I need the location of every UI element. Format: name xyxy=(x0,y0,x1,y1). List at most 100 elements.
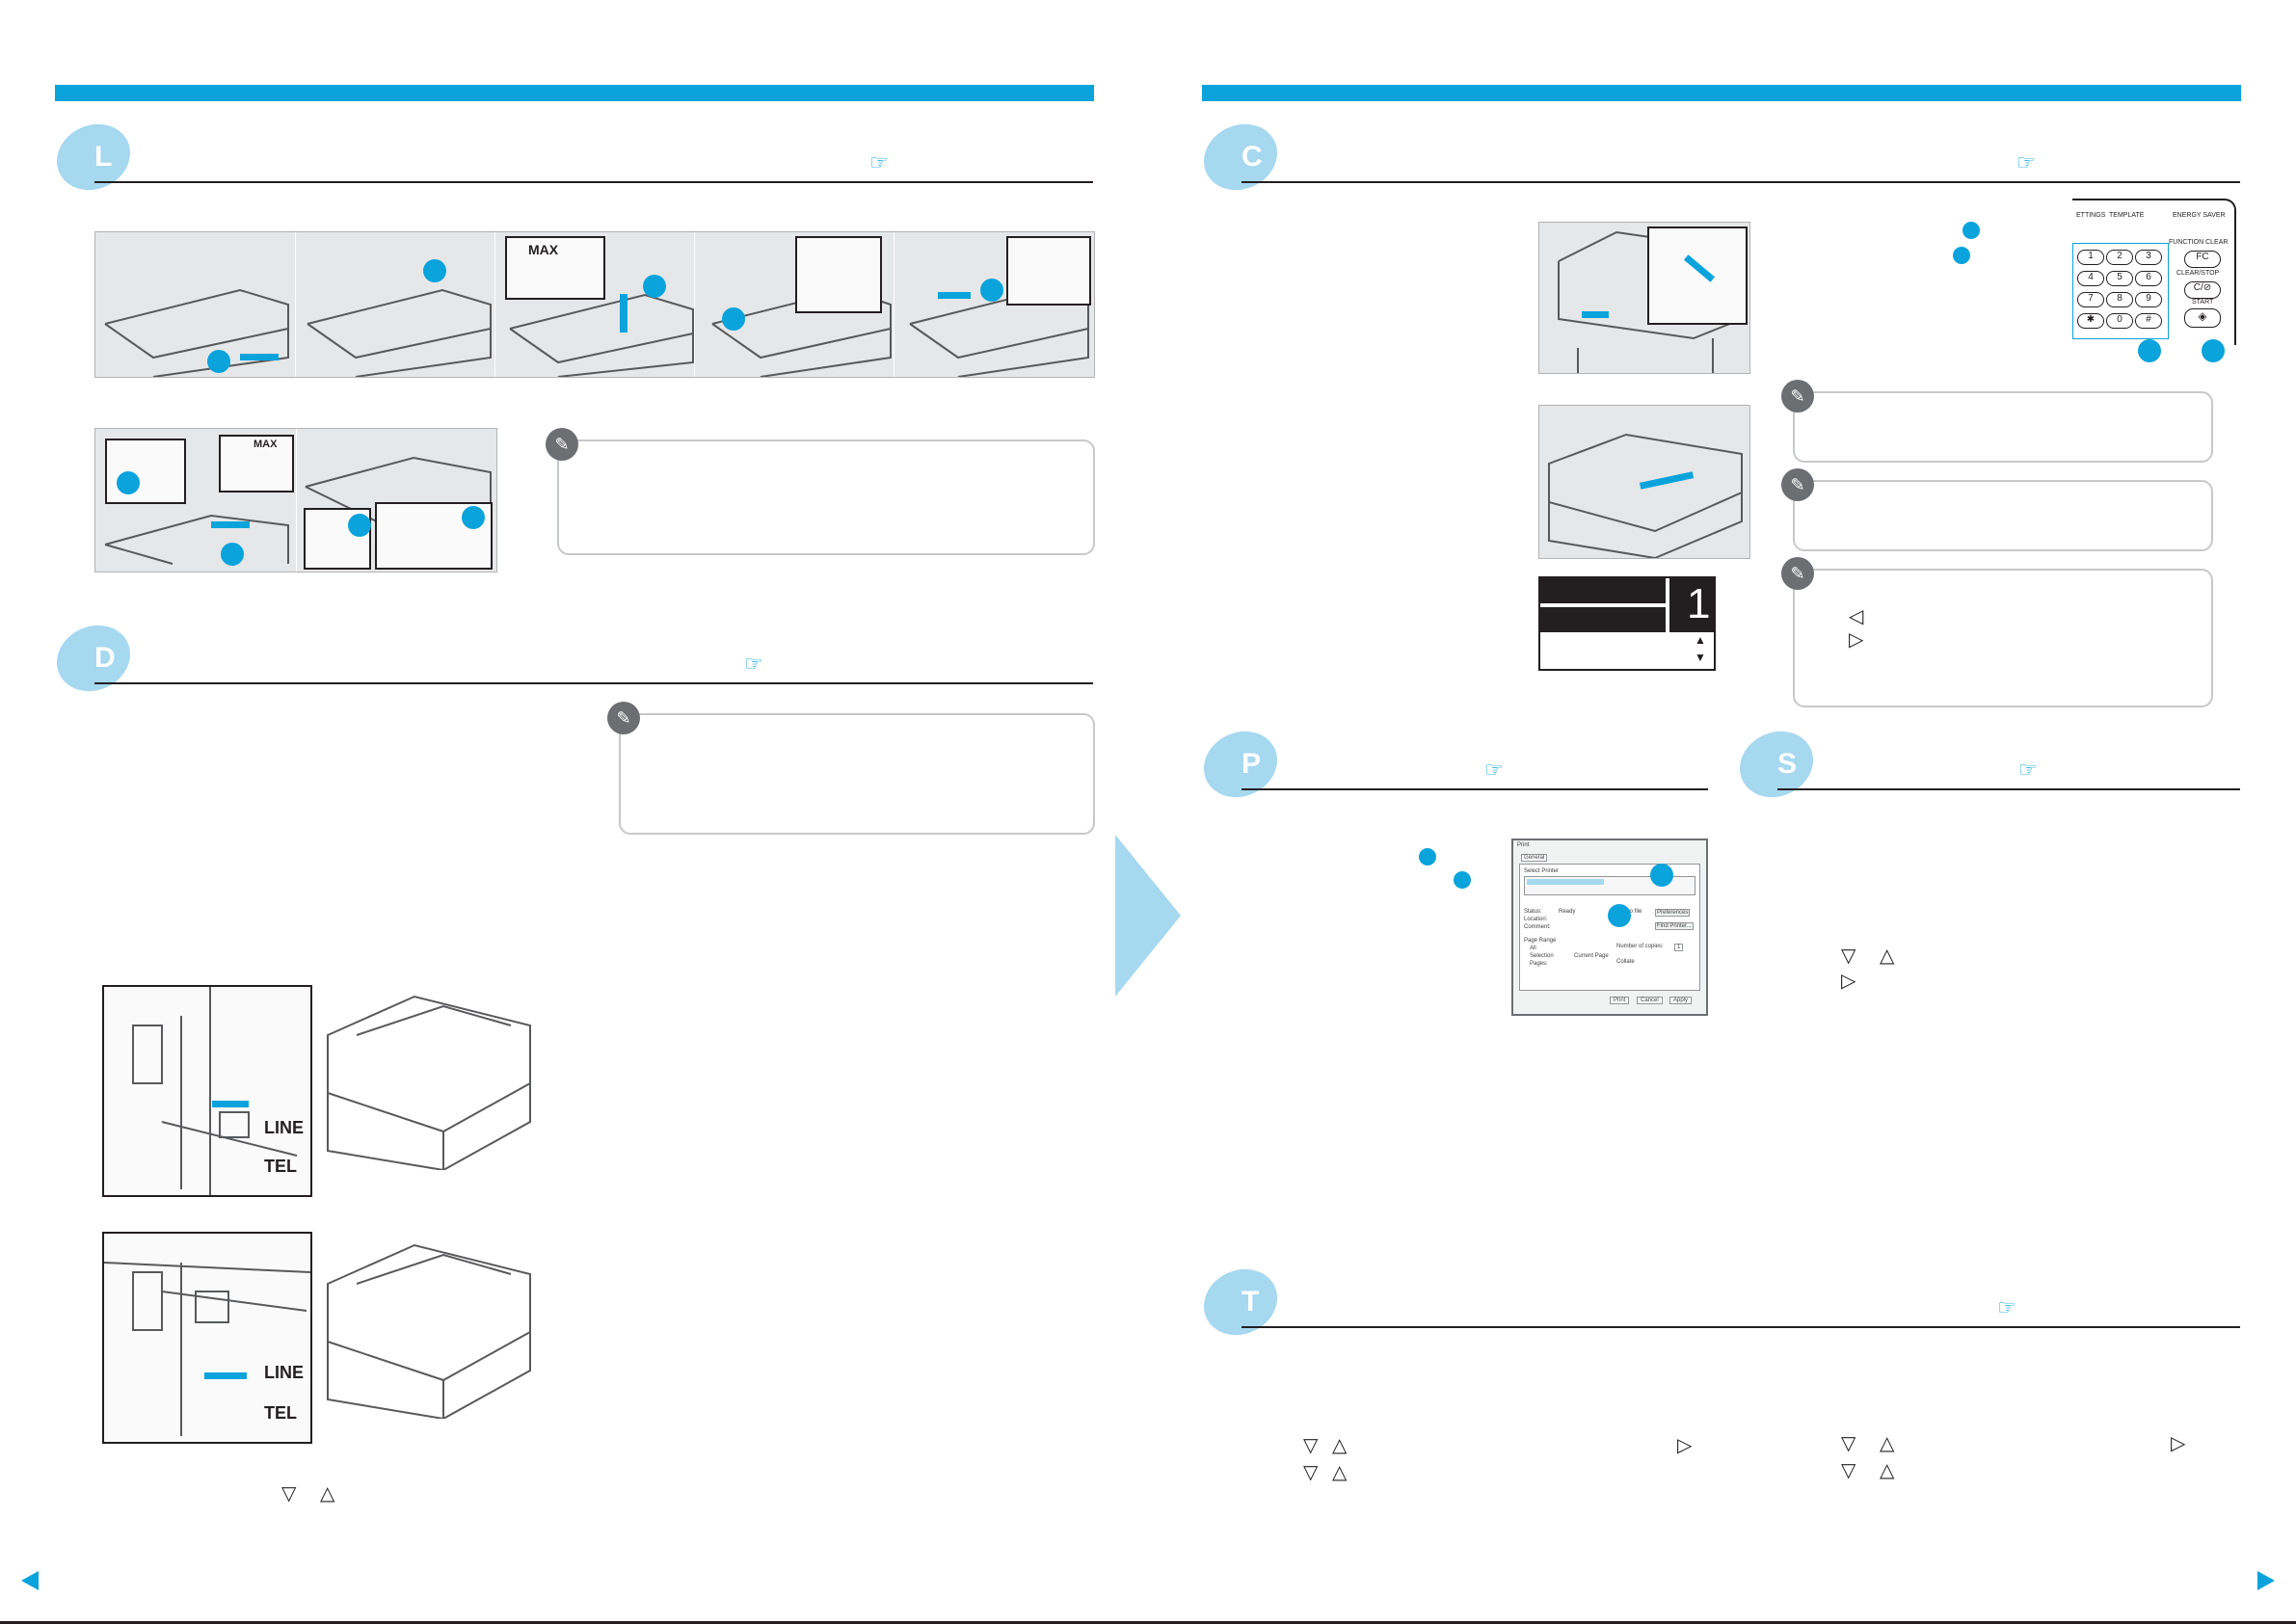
tray-guide-callout-2 xyxy=(1006,236,1091,306)
step-marker xyxy=(1608,904,1631,927)
preferences-button[interactable]: Preferences xyxy=(1655,909,1691,917)
up-icon: △ xyxy=(1880,1460,1895,1481)
left-icon: ◁ xyxy=(1849,606,1864,627)
keypad: 1 2 3 4 5 6 7 8 9 ✱ 0 # xyxy=(2072,243,2169,339)
section-badge-loading xyxy=(45,112,142,202)
dialog-title: Print xyxy=(1517,842,1530,848)
print-dialog: Print General Select Printer Status: Rea… xyxy=(1511,839,1708,1016)
tray-guide-callout xyxy=(795,236,882,313)
cable-arrow xyxy=(212,1101,249,1107)
up-icon: △ xyxy=(1880,945,1895,967)
step-marker xyxy=(1419,848,1436,865)
key-star[interactable]: ✱ xyxy=(2077,313,2104,329)
reference-icon: ☞ xyxy=(1997,1295,2016,1319)
page-turn-arrow xyxy=(1115,835,1181,997)
key-5[interactable]: 5 xyxy=(2106,271,2133,286)
down-icon: ▽ xyxy=(1841,1433,1856,1454)
right-icon: ▷ xyxy=(1677,1435,1693,1456)
step-marker xyxy=(462,506,485,529)
prev-page-button[interactable] xyxy=(21,1571,39,1590)
reference-icon: ☞ xyxy=(2018,758,2038,782)
section-letter-scan: S xyxy=(1777,748,1798,780)
section-badge-print xyxy=(1192,719,1289,810)
copies-value[interactable]: 1 xyxy=(1674,944,1684,951)
settings-label: ETTINGS xyxy=(2076,212,2106,219)
fc-key[interactable]: FC xyxy=(2184,251,2221,268)
next-page-button[interactable] xyxy=(2257,1571,2275,1590)
section-letter-loading: L xyxy=(94,141,113,173)
original-callout xyxy=(1647,226,1748,325)
down-icon: ▽ xyxy=(281,1483,297,1504)
key-hash[interactable]: # xyxy=(2135,313,2162,329)
line-label: LINE xyxy=(264,1363,305,1382)
down-icon: ▽ xyxy=(1841,1460,1856,1481)
apply-button[interactable]: Apply xyxy=(1669,997,1693,1004)
range-all-radio[interactable]: All xyxy=(1530,945,1536,951)
find-printer-button[interactable]: Find Printer... xyxy=(1655,922,1694,930)
left-header-bar xyxy=(55,85,1094,101)
reference-icon: ☞ xyxy=(744,652,763,676)
pencil-icon: ✎ xyxy=(1781,380,1814,413)
section-rule-scan xyxy=(1777,788,2240,790)
key-6[interactable]: 6 xyxy=(2135,271,2162,286)
tray-max-callout: MAX xyxy=(505,236,605,300)
start-key[interactable]: ◈ xyxy=(2184,308,2221,328)
clear-stop-key[interactable]: C/⊘ xyxy=(2184,281,2221,299)
key-0[interactable]: 0 xyxy=(2106,313,2133,329)
tel-port-callout: LINE TEL xyxy=(102,1232,312,1444)
key-3[interactable]: 3 xyxy=(2135,250,2162,265)
cancel-button[interactable]: Cancel xyxy=(1637,997,1663,1004)
status-label: Status: xyxy=(1524,909,1542,915)
copies-label: Number of copies: xyxy=(1616,944,1664,949)
adf-drawing xyxy=(1548,433,1743,558)
section-badge-tray xyxy=(1192,1257,1289,1347)
function-clear-label: FUNCTION CLEAR xyxy=(2169,239,2229,246)
key-2[interactable]: 2 xyxy=(2106,250,2133,265)
place-arrow xyxy=(1582,311,1609,318)
tray-max-label: MAX xyxy=(528,242,559,257)
location-label: Location: xyxy=(1524,917,1548,922)
key-1[interactable]: 1 xyxy=(2077,250,2104,265)
key-7[interactable]: 7 xyxy=(2077,292,2104,307)
line-port-drawing xyxy=(132,987,298,1195)
section-letter-dialing: D xyxy=(94,642,116,674)
range-pages-radio[interactable]: Pages: xyxy=(1530,961,1548,967)
section-rule-tray xyxy=(1241,1326,2240,1328)
key-4[interactable]: 4 xyxy=(2077,271,2104,286)
range-selection-radio[interactable]: Selection xyxy=(1530,953,1554,959)
step-marker xyxy=(423,259,446,282)
lcd-row xyxy=(1540,607,1666,632)
key-8[interactable]: 8 xyxy=(2106,292,2133,307)
section-rule-loading xyxy=(94,181,1093,183)
up-icon: △ xyxy=(320,1483,335,1504)
section-letter-tray: T xyxy=(1241,1286,1260,1318)
section-rule-print xyxy=(1241,788,1708,790)
bypass-loading-illustration: MAX xyxy=(94,428,497,572)
section-badge-scan xyxy=(1728,719,1825,810)
print-button[interactable]: Print xyxy=(1610,997,1630,1004)
slide-arrow xyxy=(938,292,971,299)
adf-illustration xyxy=(1538,405,1750,559)
step-marker xyxy=(643,275,666,298)
platen-glass-illustration xyxy=(1538,222,1750,374)
template-label: TEMPLATE xyxy=(2109,212,2145,219)
down-icon: ▽ xyxy=(1303,1462,1319,1483)
dialog-tab-general[interactable]: General xyxy=(1521,854,1548,862)
select-printer-label: Select Printer xyxy=(1524,868,1560,874)
collate-checkbox[interactable]: Collate xyxy=(1616,959,1635,965)
line-port-callout: LINE TEL xyxy=(102,985,312,1197)
tel-label: TEL xyxy=(264,1403,297,1423)
key-9[interactable]: 9 xyxy=(2135,292,2162,307)
step-marker xyxy=(1454,871,1471,889)
selected-printer[interactable] xyxy=(1527,879,1604,885)
down-icon: ▽ xyxy=(1303,1435,1319,1456)
step-marker xyxy=(1962,222,1980,239)
range-current-radio[interactable]: Current Page xyxy=(1574,953,1609,959)
section-badge-copy xyxy=(1192,112,1289,202)
reference-icon: ☞ xyxy=(1484,758,1504,782)
comment-label: Comment: xyxy=(1524,924,1551,930)
cable-arrow xyxy=(204,1372,247,1379)
step-marker xyxy=(1953,247,1970,264)
right-header-bar xyxy=(1202,85,2241,101)
start-label: START xyxy=(2192,299,2214,306)
